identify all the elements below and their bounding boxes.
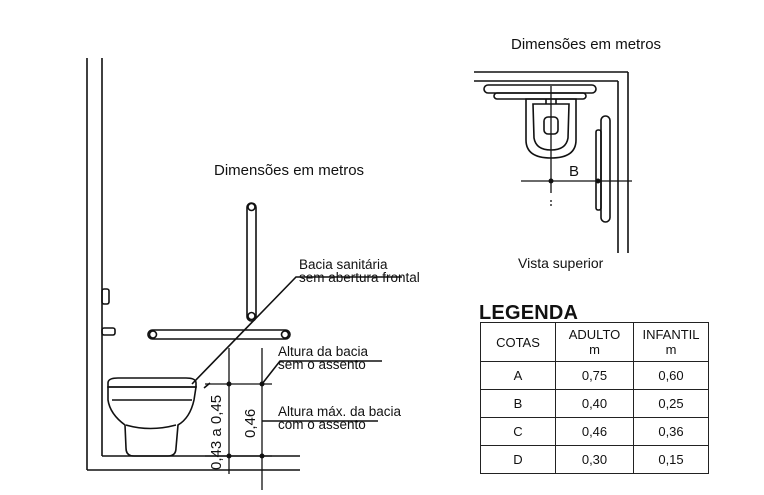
row-cota: B xyxy=(480,389,556,418)
top-grab-bar xyxy=(483,84,597,100)
side-wall xyxy=(86,58,300,471)
row-infantil: 0,15 xyxy=(633,445,709,474)
top-dimension-lines xyxy=(521,86,632,206)
row-infantil: 0,60 xyxy=(633,361,709,390)
top-view-caption: Vista superior xyxy=(518,255,604,271)
legend-row: D 0,30 0,15 xyxy=(480,445,709,474)
top-wall xyxy=(474,71,629,253)
legend-row: B 0,40 0,25 xyxy=(480,389,709,418)
top-view-title: Dimensões em metros xyxy=(511,36,662,53)
dimension-marks xyxy=(226,381,265,459)
leader-lines xyxy=(191,276,402,422)
row-cota: A xyxy=(480,361,556,390)
legend-row: C 0,46 0,36 xyxy=(480,417,709,446)
header-adulto-unit: m xyxy=(589,342,600,357)
row-infantil: 0,25 xyxy=(633,389,709,418)
row-adulto: 0,75 xyxy=(555,361,634,390)
label-bacia-line1: Bacia sanitária xyxy=(299,257,388,272)
label-maxima-line2: com o assento xyxy=(278,417,366,432)
header-adulto-label: ADULTO xyxy=(568,327,621,342)
dimension-range-label: 0,43 a 0,45 xyxy=(208,394,225,470)
side-view-title: Dimensões em metros xyxy=(214,162,365,179)
row-cota: D xyxy=(480,445,556,474)
horizontal-grab-bar xyxy=(147,329,291,340)
dimension-max-label: 0,46 xyxy=(242,408,259,438)
header-cotas: COTAS xyxy=(480,322,556,362)
label-altura-line1: Altura da bacia xyxy=(278,344,369,359)
legend-row: A 0,75 0,60 xyxy=(480,361,709,390)
label-altura-line2: sem o assento xyxy=(278,357,366,372)
top-dimension-marks xyxy=(548,178,601,184)
vertical-grab-bar xyxy=(246,202,257,322)
header-infantil-label: INFANTIL xyxy=(642,327,700,342)
row-adulto: 0,40 xyxy=(555,389,634,418)
row-cota: C xyxy=(480,417,556,446)
toilet-side-view xyxy=(107,377,197,457)
header-cotas-label: COTAS xyxy=(496,334,540,350)
header-infantil-unit: m xyxy=(665,342,677,357)
label-bacia-line2: sem abertura frontal xyxy=(299,270,420,285)
wall-fitting xyxy=(101,288,116,336)
row-adulto: 0,46 xyxy=(555,417,634,446)
label-maxima-line1: Altura máx. da bacia xyxy=(278,404,402,419)
row-adulto: 0,30 xyxy=(555,445,634,474)
dimension-marker-b: B xyxy=(569,163,580,180)
row-infantil: 0,36 xyxy=(633,417,709,446)
side-grab-bar-top xyxy=(595,115,611,223)
legend-title: LEGENDA xyxy=(479,302,579,324)
